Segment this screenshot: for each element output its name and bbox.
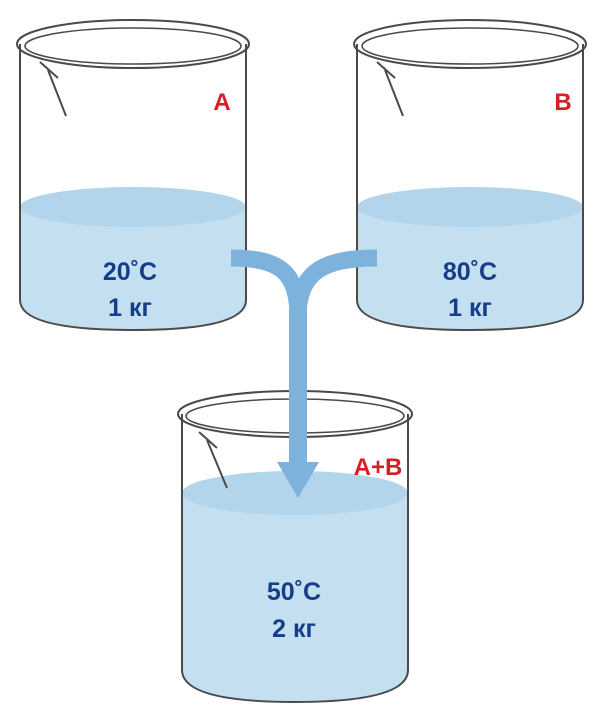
beaker-a-temperature: 20˚C: [103, 258, 157, 286]
beaker-a-label: A: [213, 89, 230, 116]
beaker-b-rim-outer: [353, 19, 587, 69]
beaker-a-body: [19, 44, 247, 332]
flow-arrow: [230, 249, 378, 498]
beaker-a-mass: 1 кг: [108, 294, 152, 322]
beaker-mix-mass: 2 кг: [272, 615, 316, 643]
beaker-b-mass: 1 кг: [448, 294, 492, 322]
flow-arrow-branch-right: [289, 249, 378, 319]
beaker-mix-water: [182, 493, 408, 702]
beaker-b-spout: [376, 61, 404, 117]
beaker-b-rim-inner: [361, 27, 579, 65]
beaker-mix-body: [181, 414, 409, 704]
beaker-mix-spout: [198, 431, 228, 489]
beaker-a-rim-outer: [16, 19, 250, 69]
beaker-a-spout: [39, 61, 67, 117]
beaker-b-temperature: 80˚C: [443, 258, 497, 286]
beaker-b-water: [357, 207, 583, 330]
beaker-a-rim-inner: [24, 27, 242, 65]
beaker-a-water: [20, 207, 246, 330]
flow-arrow-shaft: [289, 310, 307, 466]
beaker-mix-water-surface: [182, 471, 408, 515]
beaker-a: [16, 19, 250, 332]
beaker-a-water-surface: [20, 187, 246, 227]
beaker-b-water-surface: [357, 187, 583, 227]
beaker-b-label: B: [554, 89, 571, 116]
beaker-b: [353, 19, 587, 332]
beaker-mix-temperature: 50˚C: [267, 578, 321, 606]
flow-arrow-head: [277, 462, 319, 498]
beaker-mix-label: A+B: [354, 454, 403, 481]
beaker-b-body: [356, 44, 584, 332]
